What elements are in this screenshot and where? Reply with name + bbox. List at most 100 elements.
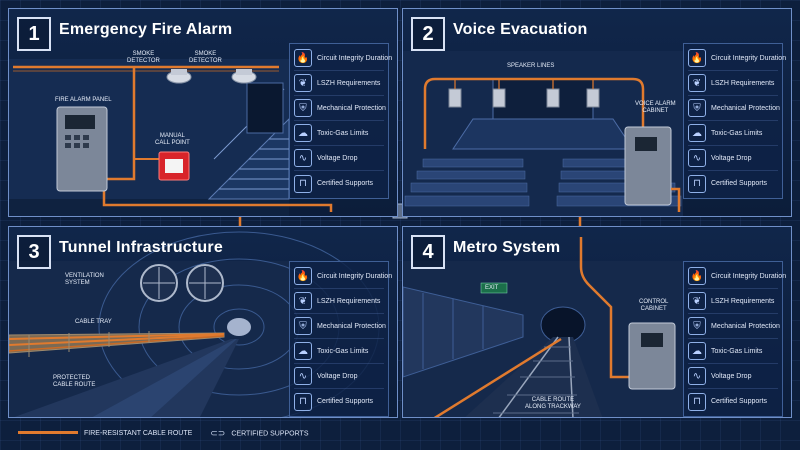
requirements-list: 🔥Circuit Integrity Duration ❦ LSZH Requir… xyxy=(683,43,786,199)
requirement-label: LSZH Requirements xyxy=(317,297,381,305)
panel-title: Emergency Fire Alarm xyxy=(59,21,233,38)
requirements-list: 🔥Circuit Integrity Duration ❦ LSZH Requir… xyxy=(289,261,392,417)
panel-title: Metro System xyxy=(453,239,561,256)
legend: FIRE-RESISTANT CABLE ROUTE ⊂⊃ CERTIFIED S… xyxy=(8,422,792,444)
requirement-item: 🔥Circuit Integrity Duration xyxy=(294,264,392,289)
waveform-icon: ∿ xyxy=(294,367,312,385)
requirement-label: Toxic-Gas Limits xyxy=(317,129,369,137)
requirement-label: Circuit Integrity Duration xyxy=(711,272,787,280)
panel-title: Tunnel Infrastructure xyxy=(59,239,223,256)
legend-certified-supports: ⊂⊃ CERTIFIED SUPPORTS xyxy=(210,428,308,439)
tunnel-scene xyxy=(9,231,380,417)
panel-number: 3 xyxy=(17,235,51,269)
requirement-label: Certified Supports xyxy=(317,180,374,187)
cable-swatch xyxy=(18,431,78,435)
shield-icon: ⛨ xyxy=(294,99,312,117)
panel-metro-system: 4 Metro System EXIT CONTROL CABINET CABL… xyxy=(402,226,792,418)
requirement-item: ❦LSZH Requirements xyxy=(294,71,384,96)
requirement-label: Certified Supports xyxy=(711,398,768,405)
label-protected-cable-route: PROTECTED CABLE ROUTE xyxy=(53,375,96,388)
label-ventilation-system: VENTILATION SYSTEM xyxy=(65,273,104,286)
cloud-icon: ☁ xyxy=(688,342,706,360)
requirement-item: ❦ LSZH Requirements xyxy=(688,289,778,314)
requirement-item: ⊓ Certified Supports xyxy=(294,171,384,196)
requirement-item: ☁Toxic-Gas Limits xyxy=(688,339,778,364)
clamp-icon: ⊓ xyxy=(688,174,706,193)
requirement-item: ⊓ Certified Supports xyxy=(688,171,778,196)
cloud-icon: ☁ xyxy=(294,124,312,142)
leaf-icon: ❦ xyxy=(294,292,312,310)
requirement-item: ❦ LSZH Requirements xyxy=(688,71,778,96)
requirement-label: Toxic-Gas Limits xyxy=(317,347,369,355)
flame-shield-icon: 🔥 xyxy=(688,267,706,285)
cloud-icon: ☁ xyxy=(294,342,312,360)
requirement-item: ∿ Voltage Drop xyxy=(688,146,778,171)
panel-title: Voice Evacuation xyxy=(453,21,588,38)
requirement-item: ∿ Voltage Drop xyxy=(294,364,384,389)
panel-number: 4 xyxy=(411,235,445,269)
requirement-item: ☁ Toxic-Gas Limits xyxy=(688,121,778,146)
waveform-icon: ∿ xyxy=(294,149,312,167)
requirement-item: ⛨ Mechanical Protection xyxy=(688,96,780,121)
clamp-icon: ⊓ xyxy=(294,174,312,193)
clamp-icon: ⊂⊃ xyxy=(210,427,226,438)
panel-voice-evacuation: 2 Voice Evacuation SPEAKER LINES VOICE A… xyxy=(402,8,792,217)
requirement-item: ⊓ Certified Supports xyxy=(294,389,384,414)
label-control-cabinet: CONTROL CABINET xyxy=(639,299,669,312)
panel-number: 2 xyxy=(411,17,445,51)
shield-icon: ⛨ xyxy=(294,317,312,335)
fire-alarm-scene xyxy=(9,59,333,216)
requirement-label: Circuit Integrity Duration xyxy=(317,54,393,62)
label-smoke-detector-2: SMOKE DETECTOR xyxy=(189,51,222,64)
leaf-icon: ❦ xyxy=(688,292,706,310)
clamp-icon: ⊓ xyxy=(688,392,706,411)
requirement-label: LSZH Requirements xyxy=(711,79,775,87)
requirement-item: ⛨Mechanical Protection xyxy=(688,314,780,339)
label-voice-alarm-cabinet: VOICE ALARM CABINET xyxy=(635,101,676,114)
requirement-label: Voltage Drop xyxy=(711,372,752,380)
requirements-list: 🔥 Circuit Integrity Duration ❦ LSZH Requir… xyxy=(683,261,786,417)
clamp-icon: ⊓ xyxy=(294,392,312,411)
flame-shield-icon: 🔥 xyxy=(688,49,706,67)
waveform-icon: ∿ xyxy=(688,149,706,167)
label-speaker-lines: SPEAKER LINES xyxy=(507,63,555,69)
requirement-label: Mechanical Protection xyxy=(317,104,386,112)
requirement-label: Mechanical Protection xyxy=(711,104,780,112)
requirement-item: 🔥Circuit Integrity Duration xyxy=(688,46,786,71)
requirements-list: 🔥 Circuit Integrity Duration ❦LSZH Requir… xyxy=(289,43,392,199)
requirement-item: ⊓ Certified Supports xyxy=(688,389,778,414)
requirement-label: Certified Supports xyxy=(711,180,768,187)
requirement-item: ☁ Toxic-Gas Limits xyxy=(294,339,384,364)
requirement-label: Certified Supports xyxy=(317,398,374,405)
auditorium-scene xyxy=(403,51,683,216)
exit-sign: EXIT xyxy=(485,285,499,291)
requirement-label: Circuit Integrity Duration xyxy=(317,272,393,280)
requirement-label: Toxic-Gas Limits xyxy=(711,129,763,137)
requirement-label: Voltage Drop xyxy=(317,154,358,162)
shield-icon: ⛨ xyxy=(688,99,706,117)
requirement-item: ∿ Voltage Drop xyxy=(294,146,384,171)
legend-cable-label: FIRE-RESISTANT CABLE ROUTE xyxy=(84,429,193,437)
requirement-label: Mechanical Protection xyxy=(711,322,780,330)
requirement-item: 🔥 Circuit Integrity Duration xyxy=(294,46,392,71)
flame-shield-icon: 🔥 xyxy=(294,49,312,67)
leaf-icon: ❦ xyxy=(294,74,312,92)
label-smoke-detector-1: SMOKE DETECTOR xyxy=(127,51,160,64)
label-fire-alarm-panel: FIRE ALARM PANEL xyxy=(55,97,112,103)
panel-tunnel-infrastructure: 3 Tunnel Infrastructure VENTILATION SYST… xyxy=(8,226,398,418)
panel-number: 1 xyxy=(17,17,51,51)
label-cable-tray: CABLE TRAY xyxy=(75,319,112,325)
label-cable-route-trackway: CABLE ROUTE ALONG TRACKWAY xyxy=(525,397,581,410)
leaf-icon: ❦ xyxy=(688,74,706,92)
requirement-label: Mechanical Protection xyxy=(317,322,386,330)
panel-emergency-fire-alarm: 1 Emergency Fire Alarm SMOKE DETECTOR SM… xyxy=(8,8,398,217)
requirement-label: Voltage Drop xyxy=(317,372,358,380)
legend-cable-route: FIRE-RESISTANT CABLE ROUTE xyxy=(18,430,192,437)
requirement-item: 🔥 Circuit Integrity Duration xyxy=(688,264,786,289)
label-manual-call-point: MANUAL CALL POINT xyxy=(155,133,190,146)
waveform-icon: ∿ xyxy=(688,367,706,385)
requirement-label: LSZH Requirements xyxy=(711,297,775,305)
requirement-label: Voltage Drop xyxy=(711,154,752,162)
cloud-icon: ☁ xyxy=(688,124,706,142)
legend-support-label: CERTIFIED SUPPORTS xyxy=(231,429,309,437)
